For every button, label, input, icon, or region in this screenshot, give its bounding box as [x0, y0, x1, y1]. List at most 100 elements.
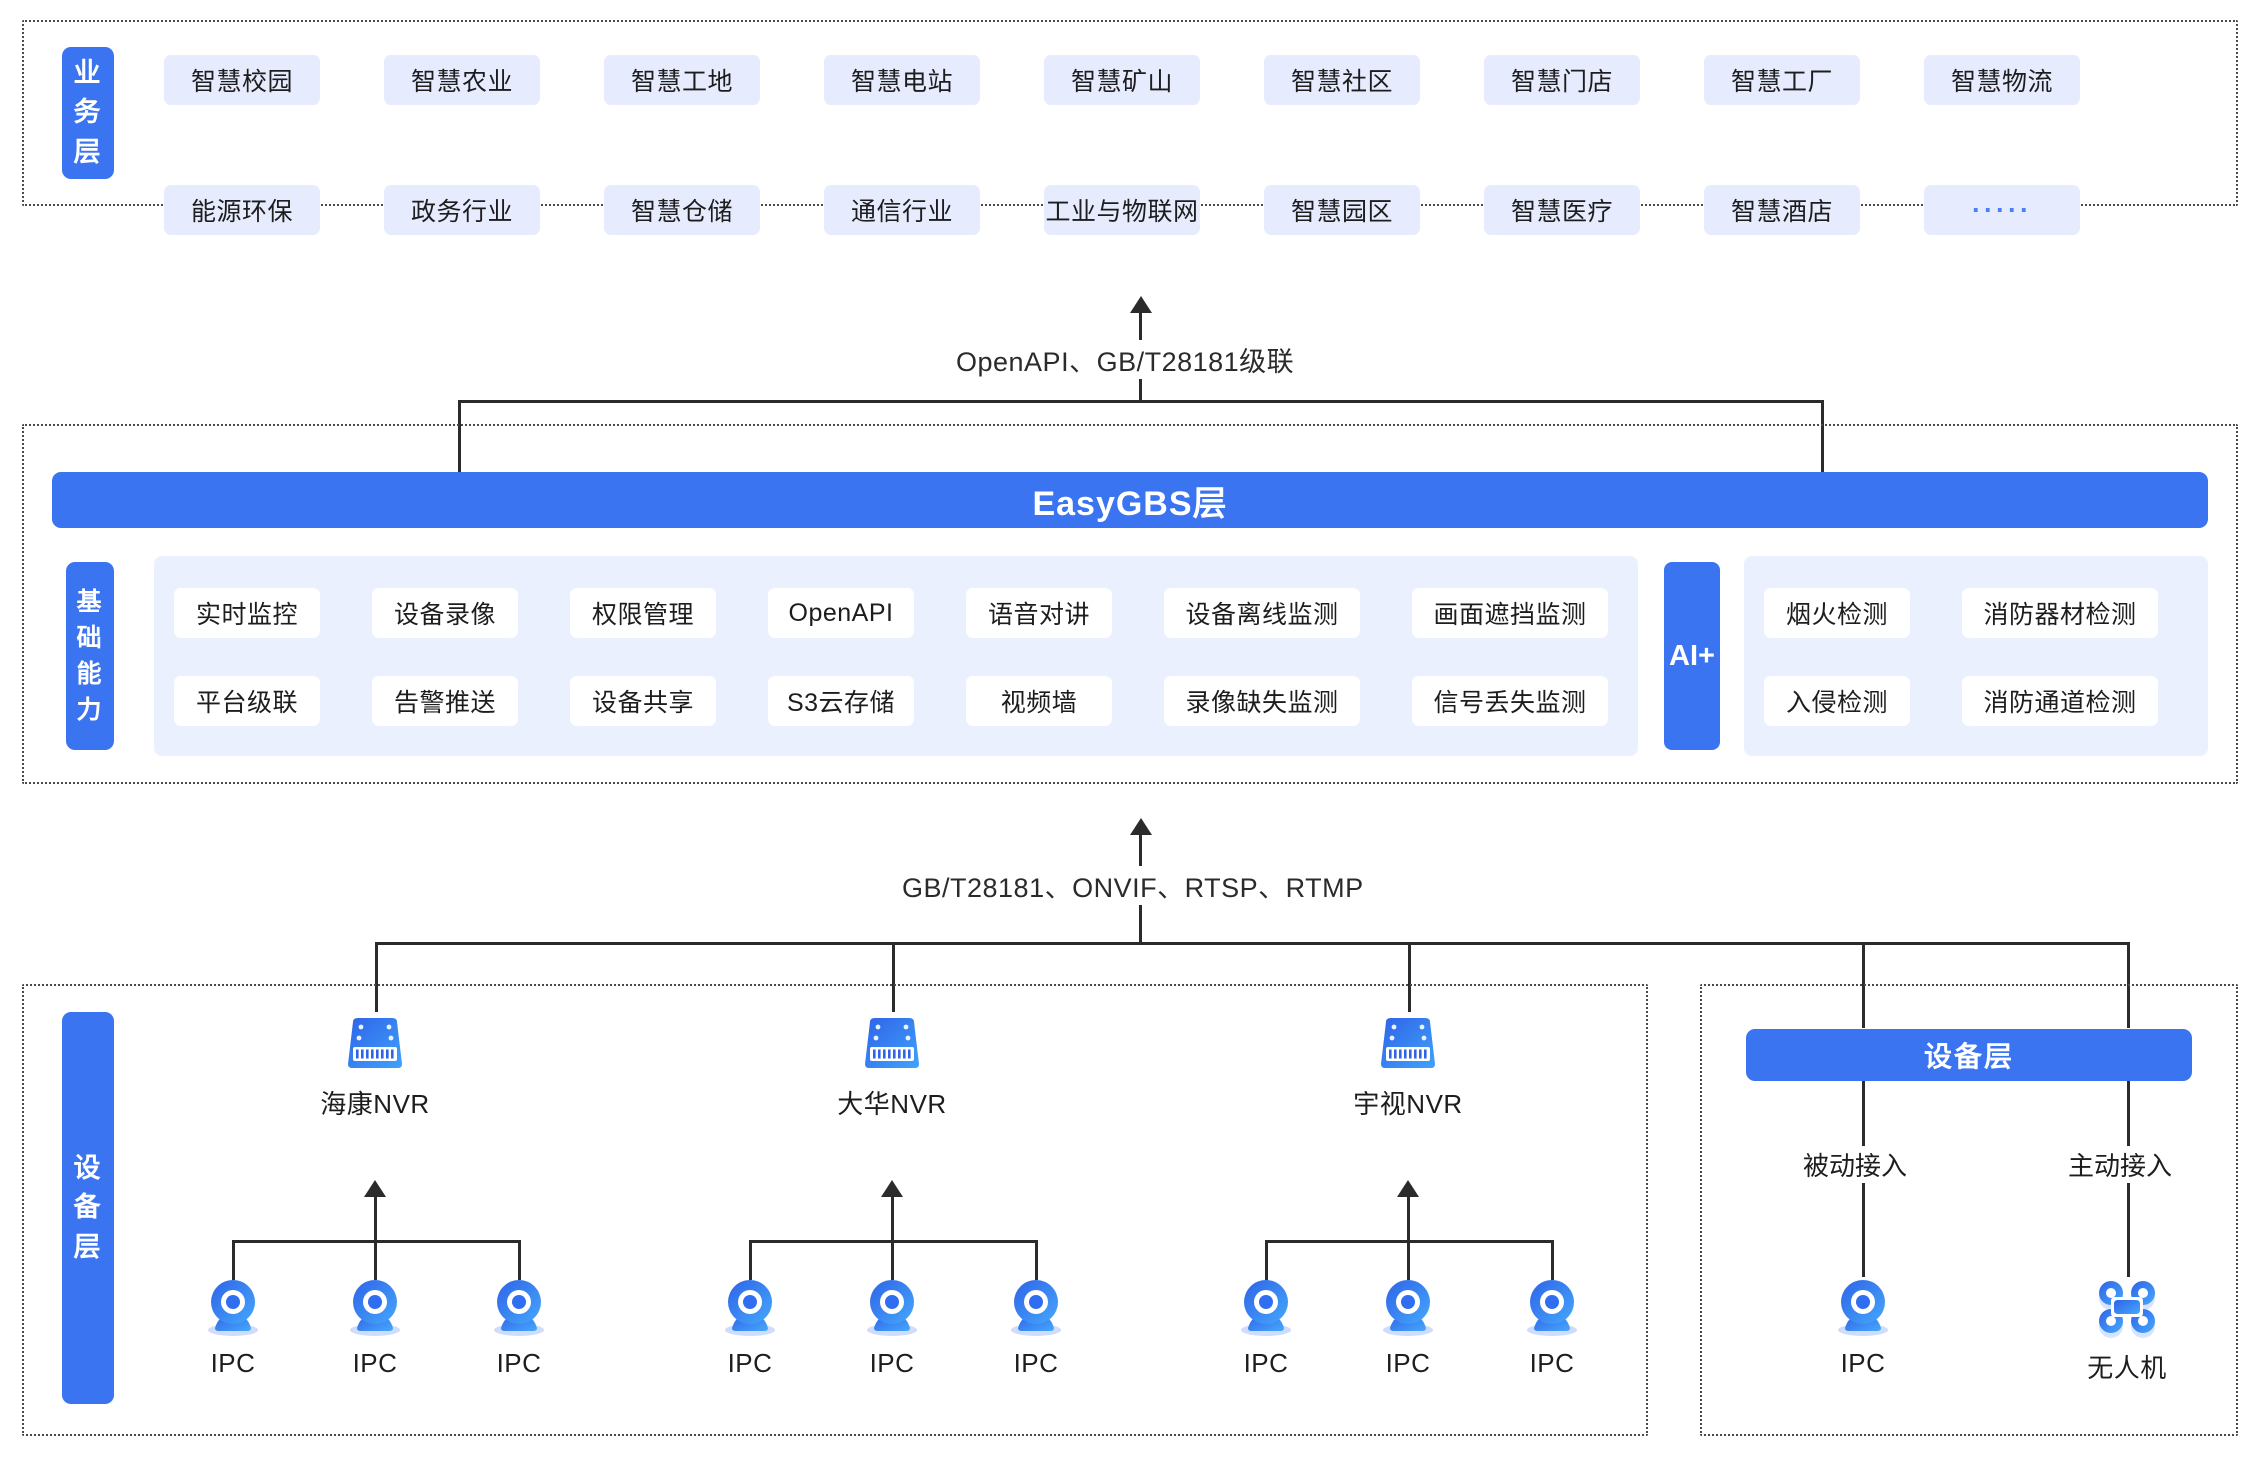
basic-capability-tab: 基础能力: [66, 562, 114, 750]
business-chip[interactable]: 智慧矿山: [1044, 55, 1200, 105]
nvr-3-uplink-arrow-icon: [1397, 1180, 1419, 1197]
nvr-1-cam-drop: [232, 1240, 235, 1280]
business-chip[interactable]: 智慧工地: [604, 55, 760, 105]
capability-chip[interactable]: 平台级联: [174, 676, 320, 726]
connector-bottom-label: GB/T28181、ONVIF、RTSP、RTMP: [890, 866, 1376, 905]
capability-chip[interactable]: 视频墙: [966, 676, 1112, 726]
device-layer-right-bar-label: 设备层: [1923, 1041, 2014, 1072]
nvr-1-uplink-arrow-icon: [364, 1180, 386, 1197]
ipc-label: IPC: [1243, 1348, 1289, 1378]
capability-chip[interactable]: 设备录像: [372, 588, 518, 638]
capability-chip[interactable]: 权限管理: [570, 588, 716, 638]
ipc-node[interactable]: IPC: [202, 1278, 264, 1379]
nvr-2-cam-drop: [749, 1240, 752, 1280]
ipc-camera-icon: [350, 1280, 400, 1336]
business-chip[interactable]: 工业与物联网: [1044, 185, 1200, 235]
basic-capability-panel: [154, 556, 1638, 756]
ipc-camera-icon: [208, 1280, 258, 1336]
easygbs-layer-bar: EasyGBS层: [52, 472, 2208, 528]
business-chip[interactable]: 智慧园区: [1264, 185, 1420, 235]
nvr-2-uplink-arrow-icon: [881, 1180, 903, 1197]
business-chip[interactable]: 智慧电站: [824, 55, 980, 105]
nvr-icon: [348, 1018, 402, 1068]
ipc-label: IPC: [869, 1348, 915, 1378]
ipc-node[interactable]: IPC: [861, 1278, 923, 1379]
ipc-camera-icon: [867, 1280, 917, 1336]
ipc-label: IPC: [1385, 1348, 1431, 1378]
ipc-label: IPC: [352, 1348, 398, 1378]
ipc-node[interactable]: IPC: [1377, 1278, 1439, 1379]
connector-top-left-drop: [458, 400, 461, 476]
drone-node[interactable]: 无人机: [2087, 1278, 2166, 1385]
ai-capability-chip[interactable]: 入侵检测: [1764, 676, 1910, 726]
capability-chip[interactable]: S3云存储: [768, 676, 914, 726]
ipc-label: IPC: [1840, 1348, 1886, 1378]
business-chip[interactable]: 政务行业: [384, 185, 540, 235]
ipc-node[interactable]: IPC: [1235, 1278, 1297, 1379]
nvr-2-cam-drop: [1035, 1240, 1038, 1280]
business-chip[interactable]: 智慧物流: [1924, 55, 2080, 105]
business-chip[interactable]: 能源环保: [164, 185, 320, 235]
business-chip-more[interactable]: ·····: [1924, 185, 2080, 235]
capability-chip[interactable]: 设备离线监测: [1164, 588, 1360, 638]
connector-top-bus: [458, 400, 1824, 403]
drone-label: 无人机: [2087, 1353, 2167, 1383]
ipc-label: IPC: [210, 1348, 256, 1378]
capability-chip[interactable]: 录像缺失监测: [1164, 676, 1360, 726]
ipc-camera-icon: [1527, 1280, 1577, 1336]
business-chip[interactable]: 智慧社区: [1264, 55, 1420, 105]
nvr-3-cam-drop: [1407, 1240, 1410, 1280]
business-chip[interactable]: 智慧工厂: [1704, 55, 1860, 105]
capability-chip[interactable]: 实时监控: [174, 588, 320, 638]
connector-top-arrow-icon: [1130, 296, 1152, 313]
nvr-2-uplink-stem: [891, 1196, 894, 1242]
nvr-1-cam-drop: [374, 1240, 377, 1280]
connector-drop-nvr-3: [1408, 942, 1411, 1012]
ipc-node[interactable]: IPC: [1005, 1278, 1067, 1379]
drone-icon: [2099, 1281, 2155, 1338]
device-layer-right-bar: 设备层: [1746, 1029, 2192, 1081]
device-layer-left-tab: 设备层: [62, 1012, 114, 1404]
business-chip[interactable]: 智慧校园: [164, 55, 320, 105]
capability-chip[interactable]: 信号丢失监测: [1412, 676, 1608, 726]
business-chip[interactable]: 智慧门店: [1484, 55, 1640, 105]
ai-capability-chip[interactable]: 烟火检测: [1764, 588, 1910, 638]
ipc-node[interactable]: IPC: [1832, 1278, 1894, 1379]
business-layer-tab-label: 业务层: [73, 58, 103, 167]
connector-drop-nvr-1: [375, 942, 378, 1012]
ai-capability-chip[interactable]: 消防器材检测: [1962, 588, 2158, 638]
ai-capability-chip[interactable]: 消防通道检测: [1962, 676, 2158, 726]
nvr-1-cam-drop: [518, 1240, 521, 1280]
capability-chip[interactable]: 画面遮挡监测: [1412, 588, 1608, 638]
business-layer-tab: 业务层: [62, 47, 114, 179]
ipc-node[interactable]: IPC: [344, 1278, 406, 1379]
ipc-camera-icon: [1838, 1280, 1888, 1336]
connector-top-right-drop: [1821, 400, 1824, 476]
business-layer-section: [22, 20, 2238, 206]
ipc-camera-icon: [1383, 1280, 1433, 1336]
nvr-2-cam-drop: [891, 1240, 894, 1280]
nvr-node[interactable]: 大华NVR: [832, 1016, 952, 1121]
connector-bottom-bus: [375, 942, 2127, 945]
business-chip[interactable]: 智慧仓储: [604, 185, 760, 235]
capability-chip[interactable]: 告警推送: [372, 676, 518, 726]
nvr-node[interactable]: 海康NVR: [315, 1016, 435, 1121]
nvr-label: 大华NVR: [837, 1089, 947, 1119]
capability-chip[interactable]: 设备共享: [570, 676, 716, 726]
business-chip[interactable]: 智慧农业: [384, 55, 540, 105]
nvr-icon: [1381, 1018, 1435, 1068]
ipc-label: IPC: [727, 1348, 773, 1378]
ipc-camera-icon: [725, 1280, 775, 1336]
capability-chip[interactable]: 语音对讲: [966, 588, 1112, 638]
nvr-icon: [865, 1018, 919, 1068]
ipc-node[interactable]: IPC: [488, 1278, 550, 1379]
business-chip[interactable]: 智慧酒店: [1704, 185, 1860, 235]
ipc-label: IPC: [1013, 1348, 1059, 1378]
capability-chip[interactable]: OpenAPI: [768, 588, 914, 638]
ipc-node[interactable]: IPC: [719, 1278, 781, 1379]
business-chip[interactable]: 通信行业: [824, 185, 980, 235]
ai-capability-panel: [1744, 556, 2208, 756]
nvr-node[interactable]: 宇视NVR: [1348, 1016, 1468, 1121]
ipc-node[interactable]: IPC: [1521, 1278, 1583, 1379]
business-chip[interactable]: 智慧医疗: [1484, 185, 1640, 235]
